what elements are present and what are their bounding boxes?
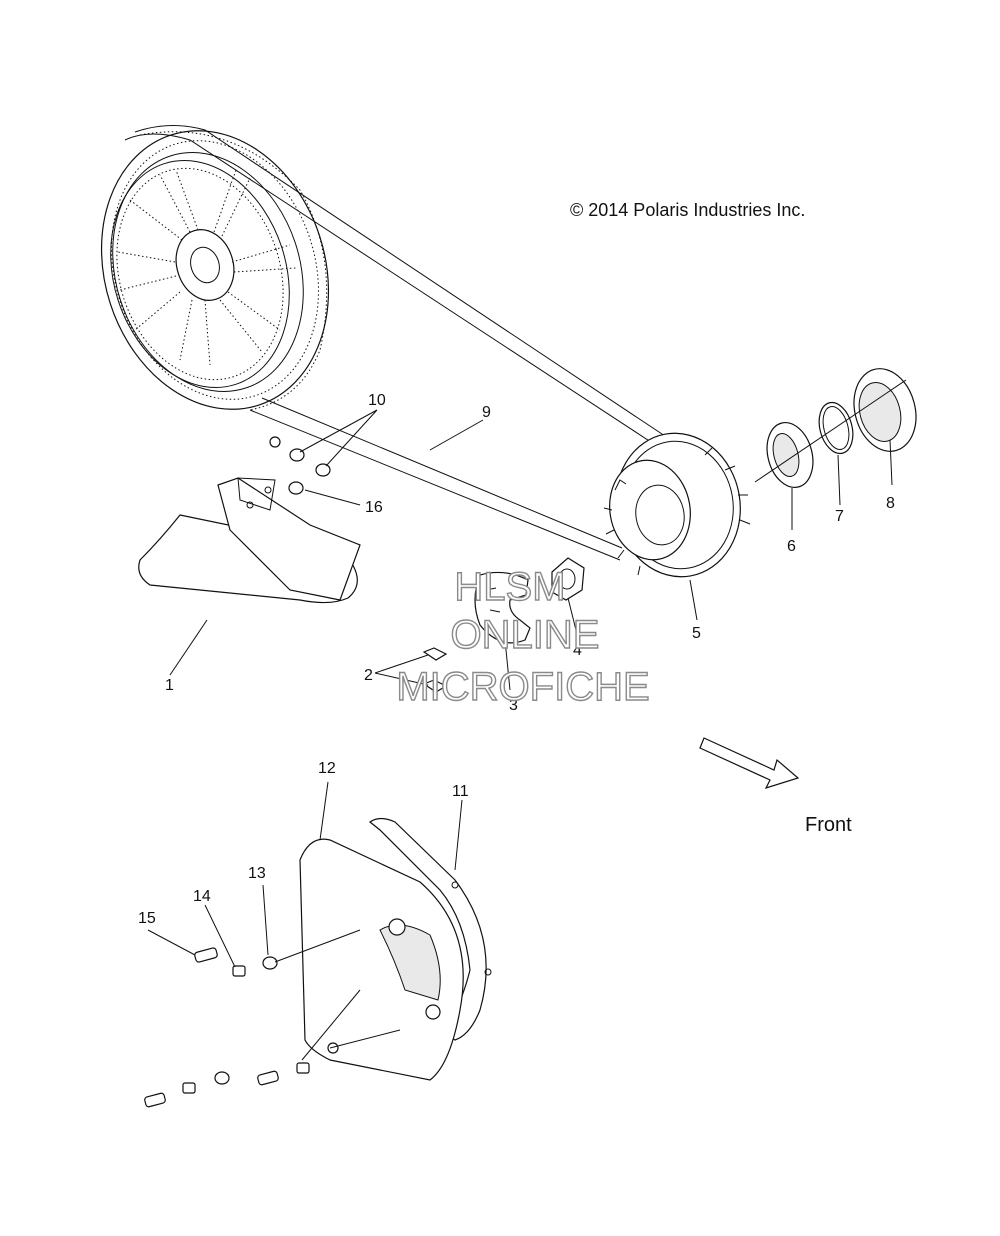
watermark-line-2: ONLINE [451,613,600,657]
screws-2 [422,647,448,693]
sprocket-nut [551,557,585,601]
callout-12: 12 [318,760,336,777]
bearing-6 [766,422,814,488]
front-arrow-icon [699,737,800,789]
lock-plate [474,571,531,644]
callout-16: 16 [365,499,383,516]
watermark: HLSM ONLINE MICROFICHE [396,564,651,709]
seal-8 [853,368,917,452]
callout-3: 3 [509,697,518,714]
front-sprocket [603,432,751,578]
callout-15: 15 [138,910,156,927]
callout-2: 2 [364,667,373,684]
rear-wheel-pulley [100,130,330,411]
callout-7: 7 [835,508,844,525]
shaft-centerline [754,379,907,483]
copyright-text: © 2014 Polaris Industries Inc. [570,200,805,220]
callout-5: 5 [692,625,701,642]
snap-ring-7 [818,401,854,455]
callout-9: 9 [482,404,491,421]
cover-fasteners [144,947,310,1108]
callout-1: 1 [165,677,174,694]
drive-belt [124,124,669,561]
callout-14: 14 [193,888,211,905]
callout-4: 4 [573,642,582,659]
callout-11: 11 [452,783,469,800]
front-label: Front [805,814,852,836]
fasteners-10-16 [269,436,331,495]
watermark-line-1: HLSM [454,565,565,609]
belt-guard [138,477,361,604]
callout-13: 13 [248,865,266,882]
sprocket-cover [299,838,464,1081]
watermark-line-3: MICROFICHE [396,665,649,709]
callout-6: 6 [787,538,796,555]
callout-8: 8 [886,495,895,512]
callout-10: 10 [368,392,386,409]
gasket [368,817,492,1041]
leader-lines [147,409,893,1061]
